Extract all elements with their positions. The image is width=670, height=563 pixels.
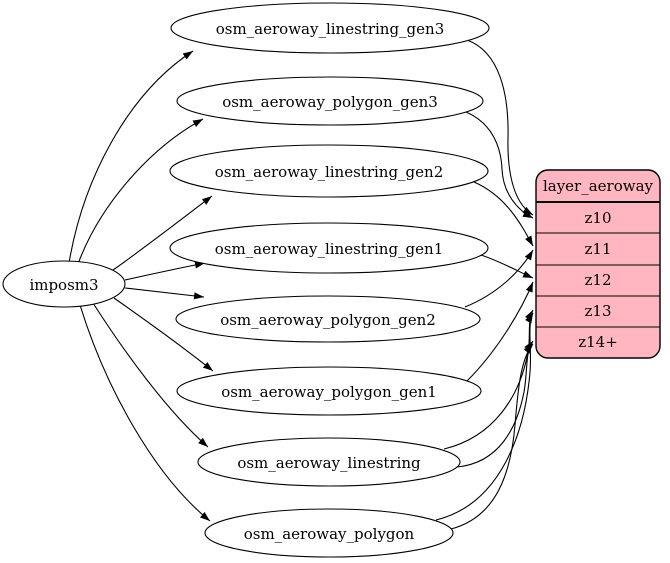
- node-osm-aeroway-linestring-gen1-shape: [169, 222, 489, 274]
- node-osm-aeroway-polygon-gen3: osm_aeroway_polygon_gen3: [176, 76, 484, 126]
- edge-imposm3-to-osm-aeroway-linestring: [92, 302, 209, 448]
- edge-imposm3-to-osm-aeroway-linestring-gen2: [112, 195, 213, 271]
- node-osm-aeroway-linestring-gen2-label: osm_aeroway_linestring_gen2: [215, 163, 444, 181]
- node-osm-aeroway-polygon-gen3-label: osm_aeroway_polygon_gen3: [222, 93, 438, 111]
- node-osm-aeroway-linestring-gen2: osm_aeroway_linestring_gen2: [169, 144, 489, 198]
- edges-to-layer: [435, 39, 534, 530]
- layer-aeroway-row-z14plus: z14+: [578, 333, 618, 351]
- layer-aeroway-title: layer_aeroway: [543, 177, 654, 195]
- edge-imposm3-to-osm-aeroway-linestring-gen1: [124, 261, 206, 281]
- node-osm-aeroway-polygon-gen2-label: osm_aeroway_polygon_gen2: [220, 311, 436, 329]
- edge-osm-aeroway-linestring-to-z13: [443, 309, 534, 450]
- edge-imposm3-to-osm-aeroway-polygon-gen3: [77, 118, 204, 265]
- node-osm-aeroway-polygon-shape: [204, 508, 454, 558]
- node-osm-aeroway-linestring-gen3-label: osm_aeroway_linestring_gen3: [216, 20, 445, 38]
- node-imposm3: imposm3: [2, 260, 126, 308]
- edges-from-source: [68, 50, 214, 522]
- edge-osm-aeroway-linestring-to-z14plus: [456, 340, 534, 468]
- edge-osm-aeroway-polygon-gen3-to-z10: [465, 111, 534, 219]
- edge-osm-aeroway-linestring-gen1-to-z12: [480, 254, 534, 279]
- node-osm-aeroway-linestring: osm_aeroway_linestring: [197, 437, 461, 487]
- node-osm-aeroway-polygon-gen1-label: osm_aeroway_polygon_gen1: [221, 383, 437, 401]
- edge-osm-aeroway-polygon-to-z13: [435, 312, 534, 521]
- edge-osm-aeroway-polygon-gen2-to-z11: [464, 249, 534, 308]
- node-osm-aeroway-linestring-gen2-shape: [169, 144, 489, 198]
- node-imposm3-label: imposm3: [29, 276, 98, 294]
- layer-aeroway-row-z10: z10: [585, 209, 612, 227]
- edge-imposm3-to-osm-aeroway-polygon-gen2: [124, 287, 205, 300]
- node-osm-aeroway-polygon: osm_aeroway_polygon: [204, 508, 454, 558]
- node-osm-aeroway-polygon-gen1-shape: [176, 366, 482, 416]
- layer-aeroway-row-z13: z13: [585, 302, 612, 320]
- edge-imposm3-to-osm-aeroway-linestring-gen3: [68, 50, 194, 264]
- node-osm-aeroway-polygon-gen2: osm_aeroway_polygon_gen2: [175, 295, 481, 343]
- node-osm-aeroway-linestring-shape: [197, 437, 461, 487]
- node-imposm3-shape: [2, 260, 126, 308]
- node-layer-aeroway-shape: [535, 169, 661, 359]
- node-osm-aeroway-linestring-gen1: osm_aeroway_linestring_gen1: [169, 222, 489, 274]
- node-osm-aeroway-linestring-label: osm_aeroway_linestring: [237, 454, 421, 472]
- edge-osm-aeroway-linestring-gen2-to-z11: [473, 181, 534, 247]
- node-osm-aeroway-polygon-gen1: osm_aeroway_polygon_gen1: [176, 366, 482, 416]
- node-osm-aeroway-linestring-gen3: osm_aeroway_linestring_gen3: [170, 2, 490, 54]
- node-osm-aeroway-linestring-gen1-label: osm_aeroway_linestring_gen1: [215, 240, 444, 258]
- node-osm-aeroway-linestring-gen3-shape: [170, 2, 490, 54]
- edge-imposm3-to-osm-aeroway-polygon: [79, 304, 211, 522]
- layer-aeroway-row-z11: z11: [585, 240, 612, 258]
- node-osm-aeroway-polygon-gen3-shape: [176, 76, 484, 126]
- edge-osm-aeroway-polygon-to-z14plus: [450, 343, 534, 530]
- edge-imposm3-to-osm-aeroway-polygon-gen1: [113, 297, 214, 372]
- node-osm-aeroway-polygon-gen2-shape: [175, 295, 481, 343]
- node-layer-aeroway: layer_aeroway z10 z11 z12 z13 z14+: [535, 169, 661, 359]
- layer-aeroway-row-z12: z12: [585, 271, 612, 289]
- node-osm-aeroway-polygon-label: osm_aeroway_polygon: [244, 525, 415, 543]
- edge-osm-aeroway-polygon-gen1-to-z12: [466, 281, 534, 382]
- edge-osm-aeroway-linestring-gen3-to-z10: [466, 39, 534, 216]
